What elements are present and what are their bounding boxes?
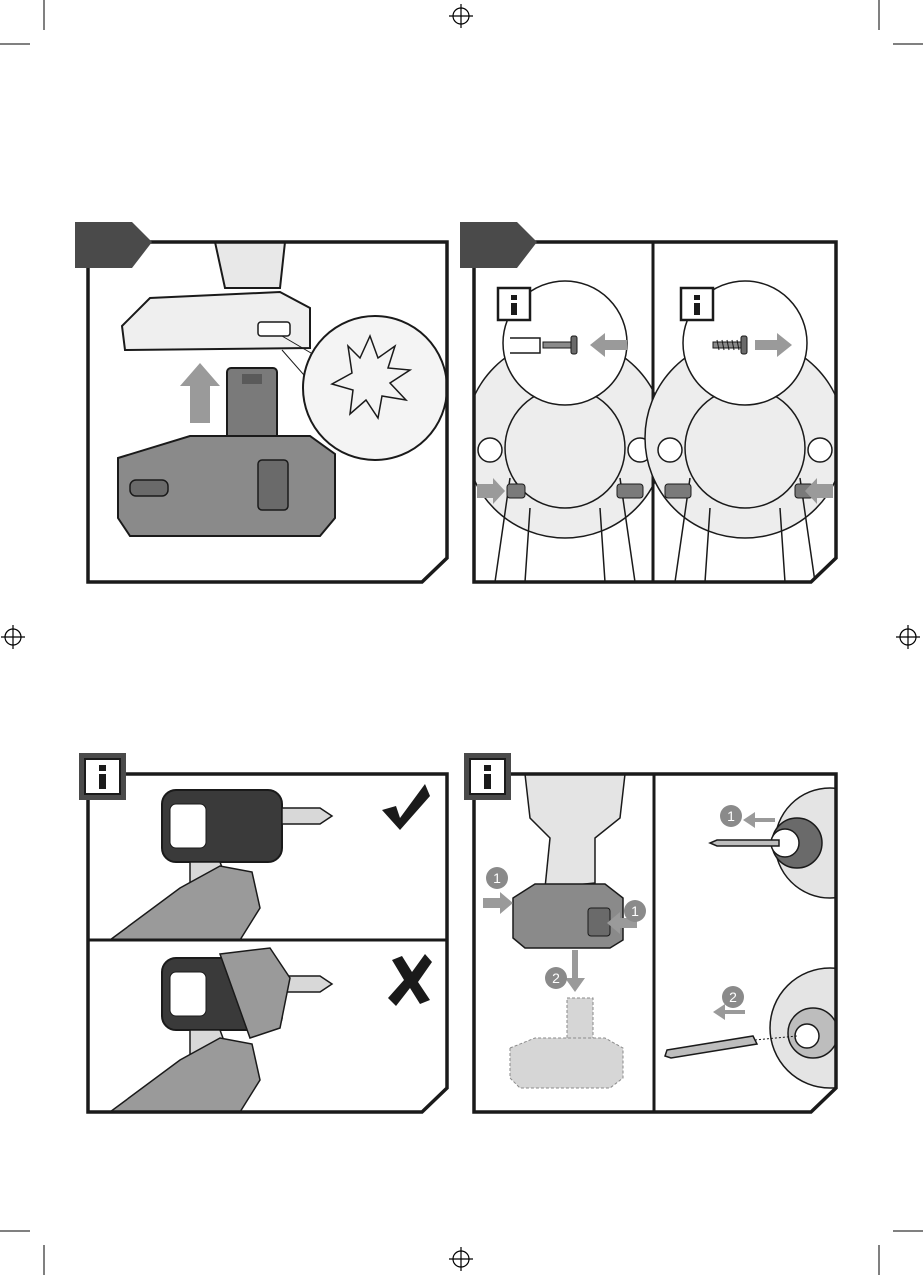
crosshair-left-icon bbox=[1, 625, 25, 649]
tool-front-right bbox=[645, 281, 845, 582]
drill-grip-incorrect bbox=[110, 948, 332, 1112]
step-badge: 1 bbox=[624, 900, 646, 922]
drill-grip-correct bbox=[110, 790, 332, 940]
check-mark-icon bbox=[382, 784, 430, 830]
cross-mark-icon bbox=[388, 954, 432, 1006]
tool-front-left bbox=[465, 281, 665, 582]
info-icon bbox=[79, 753, 126, 800]
step-badge: 1 bbox=[720, 805, 742, 827]
step-badge: 2 bbox=[722, 986, 744, 1008]
svg-text:1: 1 bbox=[727, 808, 735, 824]
svg-text:2: 2 bbox=[729, 989, 737, 1005]
panel-battery-insert bbox=[70, 218, 455, 588]
panel-grip bbox=[70, 748, 455, 1118]
battery-removal bbox=[483, 774, 637, 1088]
crosshair-right-icon bbox=[896, 625, 920, 649]
svg-text:2: 2 bbox=[552, 970, 560, 986]
step-badge: 1 bbox=[486, 867, 508, 889]
step-tab-1 bbox=[75, 222, 152, 268]
crosshair-top-icon bbox=[449, 4, 473, 28]
bit-change bbox=[665, 788, 845, 1088]
info-icon bbox=[498, 288, 530, 320]
panel-direction-switch bbox=[455, 218, 845, 588]
crosshair-bottom-icon bbox=[449, 1247, 473, 1271]
step-tab-2 bbox=[460, 222, 537, 268]
panel-remove-and-bit: 1 1 2 1 2 bbox=[455, 748, 845, 1118]
svg-text:1: 1 bbox=[493, 870, 501, 886]
step-badge: 2 bbox=[545, 967, 567, 989]
info-icon bbox=[464, 753, 511, 800]
info-icon bbox=[681, 288, 713, 320]
svg-text:1: 1 bbox=[631, 903, 639, 919]
